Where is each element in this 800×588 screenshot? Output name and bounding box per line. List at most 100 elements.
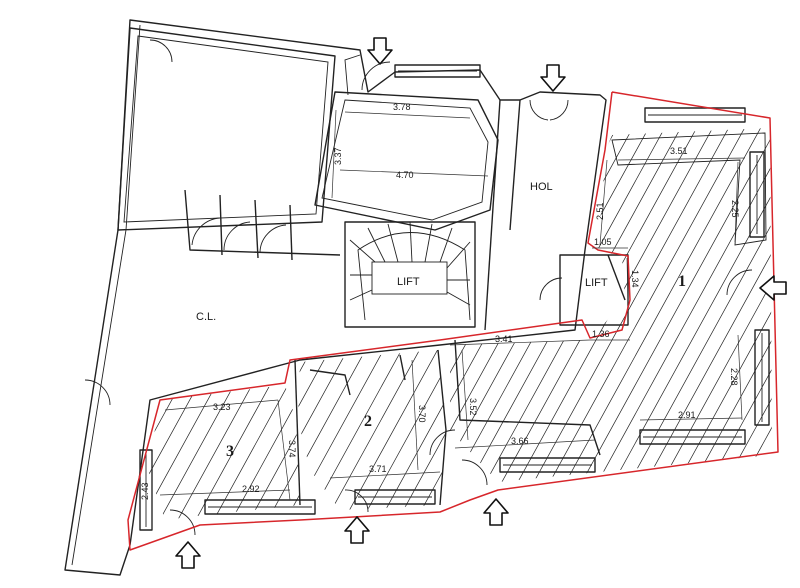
dim-3-66: 3.66 (511, 436, 529, 446)
hatch-line (506, 340, 605, 520)
unit-walls (139, 107, 770, 531)
hatch-line (92, 120, 301, 500)
hatch-line (156, 385, 238, 520)
entrance-arrow-icon (367, 37, 393, 65)
hatch-line (148, 385, 202, 520)
dim-2-51: 2.51 (595, 202, 605, 220)
hatch-line (319, 380, 399, 525)
room-label-cl: C.L. (196, 311, 216, 323)
hatch-unit-2 (110, 340, 623, 520)
dim-1-05: 1.05 (594, 237, 612, 247)
hatch-line (539, 128, 750, 482)
hatch-line (475, 128, 686, 482)
dim-3-78: 3.78 (393, 102, 411, 112)
dimension-labels: 3.78 4.70 3.37 3.51 2.51 2.25 1.05 1.34 … (140, 102, 740, 500)
hatch-line (337, 380, 417, 525)
entrance-arrow-icon (344, 516, 370, 544)
closet-block (184, 189, 341, 261)
hatch-line (192, 385, 274, 520)
hatch-line (264, 385, 300, 520)
hatch-line (298, 350, 318, 510)
entrance-arrow-icon (175, 541, 201, 569)
hatch-line (635, 128, 772, 482)
room-labels: C.L. HOL LIFT LIFT 1 2 3 (196, 181, 686, 460)
room-label-lift-stair: LIFT (397, 276, 420, 288)
hatch-line (651, 128, 772, 482)
hatch-line (76, 120, 285, 500)
hatch-line (587, 128, 772, 482)
hatch-line (298, 350, 336, 510)
hatch-line (667, 128, 772, 482)
hatch-line (110, 340, 209, 520)
hatch-line (796, 120, 800, 500)
hatch-line (174, 385, 256, 520)
hatch-line (699, 128, 772, 482)
staircase (344, 221, 476, 328)
highlight-outline (127, 91, 779, 551)
hatch-line (148, 385, 220, 520)
dim-3-74: 3.74 (287, 440, 297, 458)
hatch-line (0, 380, 75, 525)
entrance-arrow-icon (540, 64, 566, 92)
unit-number-1: 1 (678, 273, 686, 290)
building-walls (64, 19, 607, 576)
dim-2-43: 2.43 (140, 482, 150, 500)
dim-3-71: 3.71 (369, 464, 387, 474)
hatch-line (683, 128, 772, 482)
hatch-line (140, 120, 349, 500)
dim-4-70: 4.70 (396, 170, 414, 180)
entrance-arrow-icon (759, 275, 787, 301)
dim-2-28: 2.28 (729, 368, 739, 386)
dim-2-91: 2.91 (678, 410, 696, 420)
hatch-line (246, 385, 300, 520)
hatch-line (379, 350, 446, 510)
hatch-line (459, 128, 670, 482)
dim-3-70: 3.70 (417, 405, 427, 423)
doors (84, 39, 753, 536)
hatch-line (325, 350, 426, 510)
hatch-line (355, 380, 435, 525)
unit-number-3: 3 (226, 443, 234, 460)
hatch-line (172, 120, 381, 500)
dimension-lines (151, 109, 746, 530)
hatch-line (282, 385, 300, 520)
dim-1-34: 1.34 (630, 270, 640, 288)
hatch-unit-3 (0, 380, 525, 525)
dim-2-25: 2.25 (730, 200, 740, 218)
hatch-line (763, 128, 772, 482)
hatch-line (298, 350, 390, 510)
hatch-line (182, 340, 281, 520)
hatch-line (715, 128, 772, 482)
hatch-line (148, 385, 166, 520)
hatch-line (397, 350, 446, 510)
hatch-line (204, 120, 413, 500)
hatch-line (450, 128, 606, 482)
hatch-line (450, 128, 542, 482)
hatch-line (524, 340, 623, 520)
hatch-line (619, 128, 772, 482)
hatch-line (156, 120, 365, 500)
hatch-line (523, 128, 734, 482)
room-label-lift-hall: LIFT (585, 277, 608, 289)
hall-lift (539, 254, 629, 326)
dim-1-36: 1.36 (592, 329, 610, 339)
hatch-line (415, 350, 446, 510)
hatch-line (780, 120, 800, 500)
hatch-line (146, 340, 245, 520)
hatch-line (301, 380, 381, 525)
hatch-line (450, 128, 494, 482)
hatch-line (67, 380, 147, 525)
dim-3-41: 3.41 (495, 334, 513, 344)
hatch-line (108, 120, 317, 500)
dim-2-92: 2.92 (242, 484, 260, 494)
hatch-line (603, 128, 772, 482)
dim-3-52: 3.52 (468, 398, 478, 416)
entrance-arrows (175, 37, 787, 569)
unit-number-2: 2 (364, 413, 372, 430)
hatch-line (236, 120, 445, 500)
hatch-line (445, 380, 525, 525)
hatch-line (298, 350, 354, 510)
hatch-line (343, 350, 444, 510)
hatch-line (148, 385, 184, 520)
